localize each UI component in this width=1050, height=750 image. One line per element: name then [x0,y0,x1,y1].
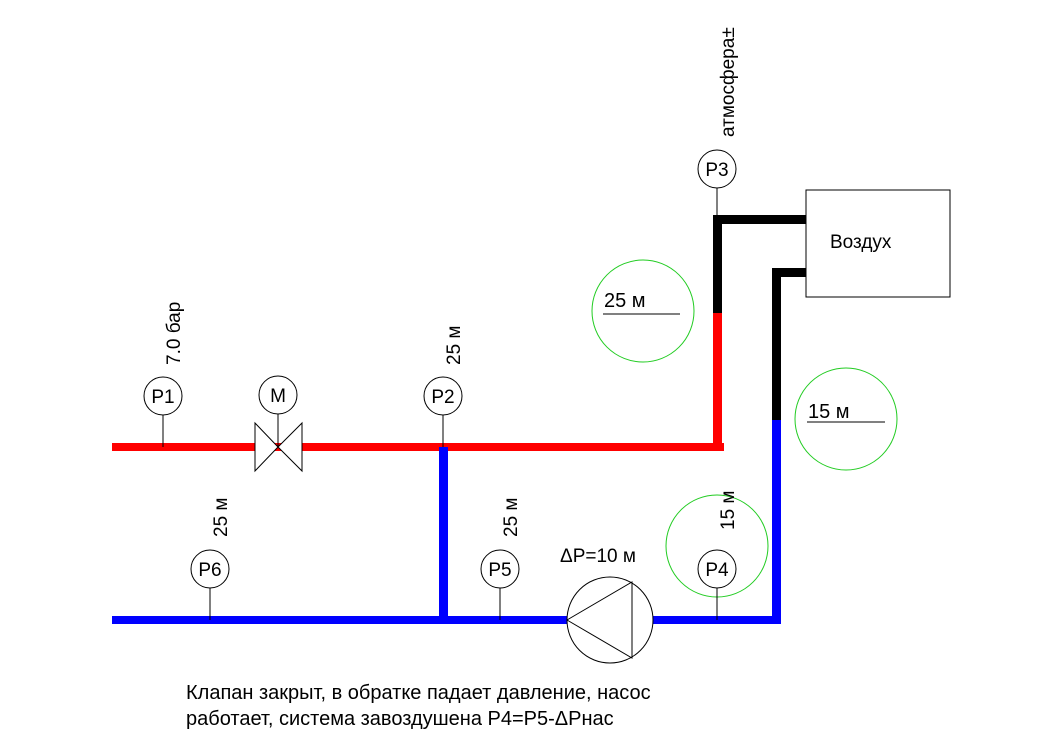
pressure-gauge-icon [423,376,463,416]
gauge-reading: 25 м [501,498,522,537]
gauge-p3: P3 атмосфера± [697,27,739,215]
gauge-reading: 25 м [211,498,232,537]
gauge-label: P3 [705,160,728,181]
gauge-reading: 25 м [444,326,465,365]
air-box: Воздух [805,189,951,298]
pressure-gauge-icon [143,376,183,416]
gauge-label: P2 [431,387,454,408]
pressure-gauge-icon [697,549,737,589]
gauge-reading: 7.0 бар [164,302,185,365]
pump-label: ΔP=10 м [560,546,636,567]
description-note: Клапан закрыт, в обратке падает давление… [186,682,651,730]
motorized-valve[interactable]: M [254,375,303,473]
gauge-label: P1 [151,387,174,408]
return-pipe [112,420,781,624]
pressure-gauge-icon [190,549,230,589]
valve-left-triangle [254,421,279,473]
supply-level-indicator: 25 м [591,259,695,363]
gauge-label: P6 [198,560,221,581]
pump-icon [566,576,654,664]
circulation-pump[interactable]: ΔP=10 м [560,546,654,664]
pressure-gauge-icon [697,149,737,189]
return-level-indicator: 15 м [794,367,898,471]
gauge-p5: P5 25 м [480,498,522,620]
gauge-label: P5 [488,560,511,581]
gauge-reading: 15 м [718,491,739,530]
gauge-label: P4 [705,560,729,581]
actuator-label: M [270,386,286,407]
gauge-p2: P2 25 м [423,326,465,447]
actuator-icon [258,375,298,415]
air-pipe-supply-side [713,215,807,313]
note-line-2: работает, система завоздушена P4=P5-ΔPна… [186,708,614,730]
gauge-p6: P6 25 м [190,498,232,620]
note-line-1: Клапан закрыт, в обратке падает давление… [186,682,651,704]
gauge-reading: атмосфера± [718,27,739,137]
return-level-label: 15 м [808,401,850,423]
valve-right-triangle [277,421,303,473]
air-pipe-return-side [772,268,807,420]
supply-pipe [112,313,724,451]
air-box-label: Воздух [830,232,892,253]
gauge-p1: P1 7.0 бар [143,302,185,447]
gauge-p4: P4 15 м [697,491,739,620]
pressure-gauge-icon [480,549,520,589]
supply-level-label: 25 м [604,290,646,312]
